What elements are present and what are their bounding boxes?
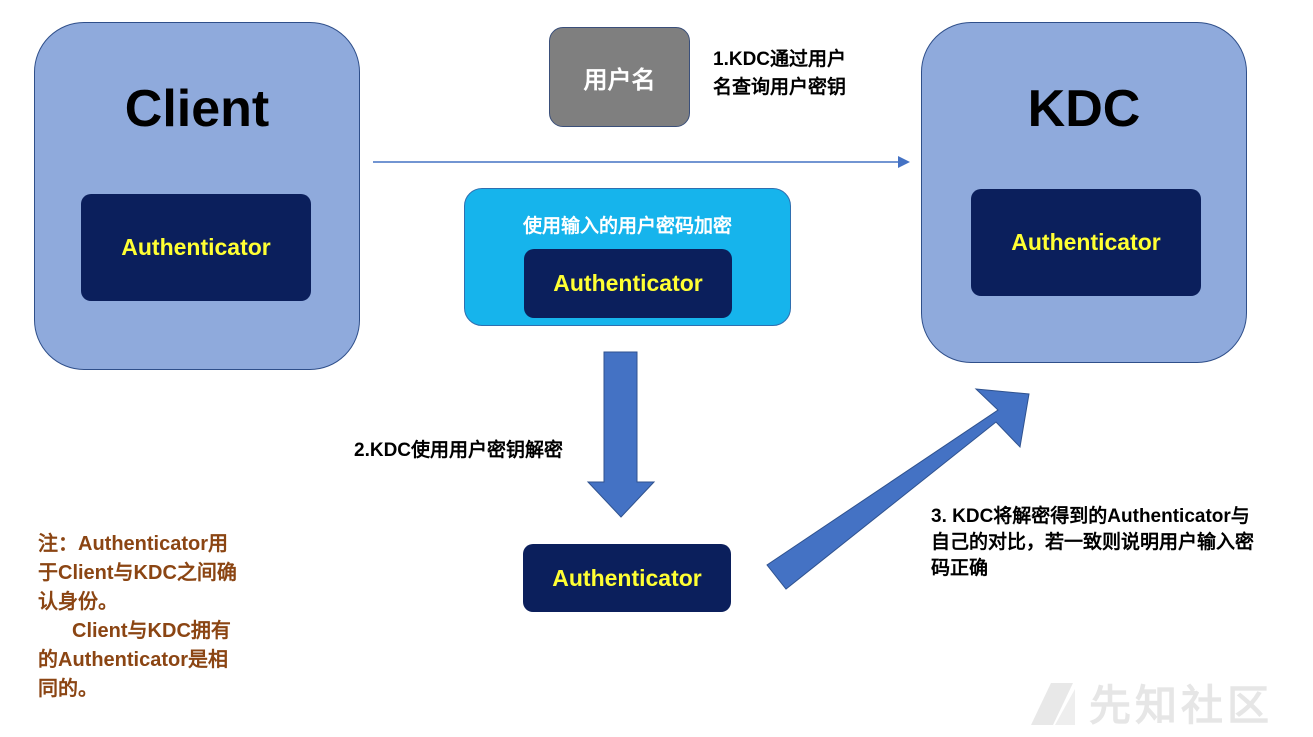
kdc-box: KDC Authenticator	[921, 22, 1247, 363]
encrypted-authenticator: Authenticator	[524, 249, 732, 318]
footnote-line3: 认身份。	[38, 591, 118, 613]
watermark: 先知社区	[1025, 672, 1273, 733]
step1-line2: 名查询用户密钥	[713, 77, 847, 98]
footnote: 注：Authenticator用 于Client与KDC之间确 认身份。 Cli…	[38, 530, 237, 704]
footnote-line1: 注：Authenticator用	[38, 533, 228, 555]
client-title: Client	[124, 80, 270, 138]
step3-text: 3. KDC将解密得到的Authenticator与 自己的对比，若一致则说明用…	[931, 504, 1254, 582]
kdc-title: KDC	[1027, 80, 1141, 138]
step3-line2: 自己的对比，若一致则说明用户输入密	[931, 532, 1255, 553]
watermark-logo-icon	[1031, 682, 1075, 725]
decrypted-authenticator: Authenticator	[523, 544, 731, 612]
client-authenticator: Authenticator	[81, 194, 311, 301]
username-box: 用户名	[549, 27, 690, 127]
client-box: Client Authenticator	[34, 22, 360, 370]
client-to-kdc-arrowhead	[898, 156, 910, 168]
compare-diagonal-arrow	[766, 388, 1030, 590]
encrypted-box: 使用输入的用户密码加密 Authenticator	[464, 188, 791, 326]
decrypt-down-arrow	[586, 351, 656, 518]
step3-line1: 3. KDC将解密得到的Authenticator与	[931, 506, 1250, 527]
footnote-line5: 的Authenticator是相	[38, 649, 228, 671]
step1-line1: 1.KDC通过用户	[713, 49, 847, 70]
step2-text: 2.KDC使用用户密钥解密	[354, 440, 564, 461]
watermark-text: 先知社区	[1089, 682, 1274, 729]
step1-text: 1.KDC通过用户 名查询用户密钥	[713, 46, 846, 102]
footnote-line6: 同的。	[38, 678, 98, 700]
footnote-line2: 于Client与KDC之间确	[38, 562, 237, 584]
encrypted-box-title: 使用输入的用户密码加密	[522, 216, 732, 237]
kdc-authenticator: Authenticator	[971, 189, 1201, 296]
footnote-line4: Client与KDC拥有	[72, 620, 231, 642]
step3-line3: 码正确	[931, 558, 989, 579]
